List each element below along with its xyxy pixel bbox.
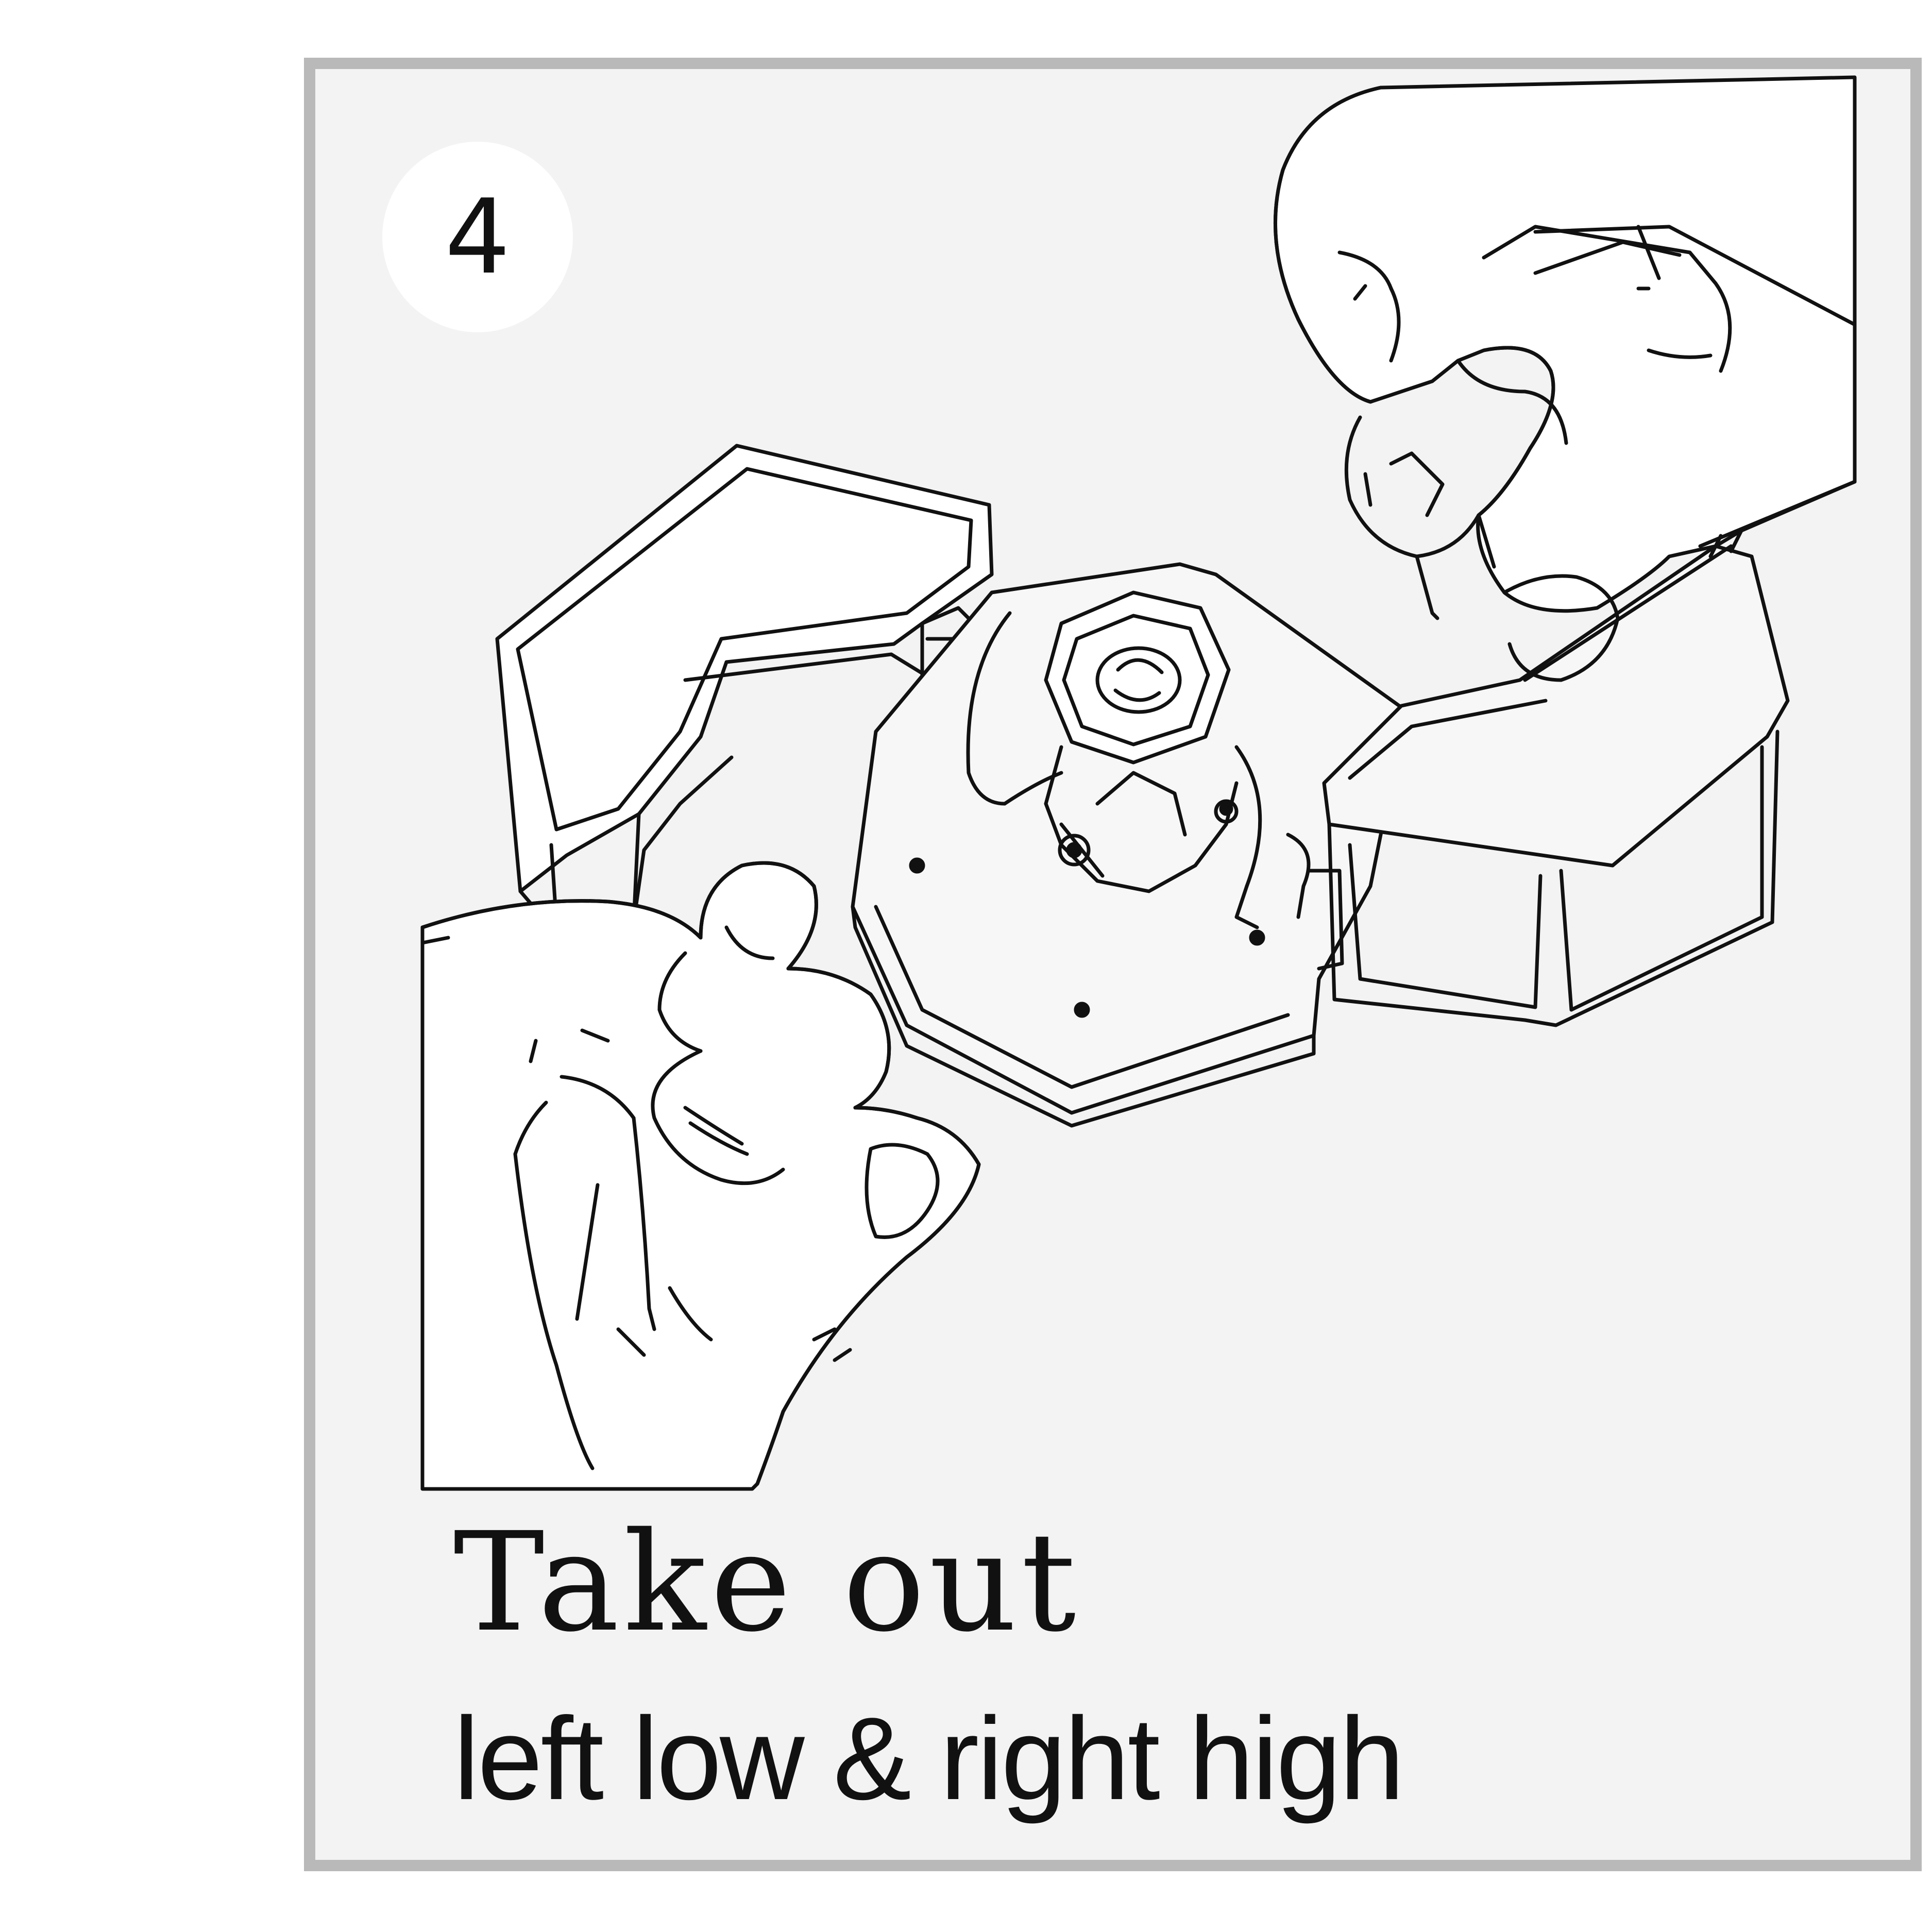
step-instruction: left low & right high (453, 1693, 1404, 1824)
led-lens-module (966, 590, 1344, 971)
step-title: Take out (453, 1503, 1080, 1662)
step-number-badge: 4 (382, 142, 573, 332)
right-hand (1274, 75, 1857, 682)
right-hexagon-shell (1322, 544, 1790, 1027)
center-hexagon-base (851, 562, 1409, 1128)
step-number: 4 (445, 177, 511, 297)
left-hand (420, 861, 981, 1491)
